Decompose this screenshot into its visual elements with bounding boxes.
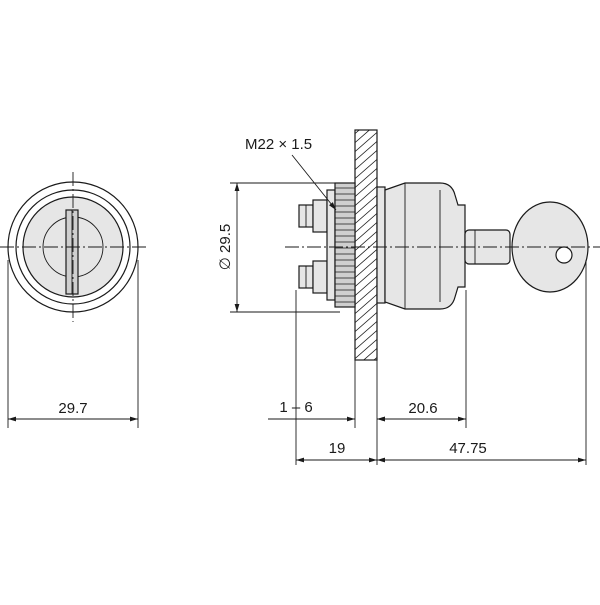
rear-terminals: [298, 199, 328, 294]
dim-front-width: 29.7: [58, 400, 87, 417]
front-view: 29.7: [0, 172, 146, 428]
thread-leader: [291, 154, 337, 211]
side-view: ∅ 29.5 M22 × 1.5 1 – 6 20.6 19 47.75: [217, 129, 600, 465]
actuator-body: [376, 182, 466, 310]
dim-overall-length: 47.75: [449, 440, 487, 457]
fixing-collar: [326, 182, 356, 308]
dim-panel-thickness: 1 – 6: [279, 399, 312, 416]
dim-diameter: ∅ 29.5: [217, 224, 234, 270]
dim-rear-depth: 19: [329, 440, 346, 457]
key-bow-hole: [555, 246, 573, 264]
thread-label: M22 × 1.5: [245, 136, 312, 153]
dim-front-projection: 20.6: [408, 400, 437, 417]
